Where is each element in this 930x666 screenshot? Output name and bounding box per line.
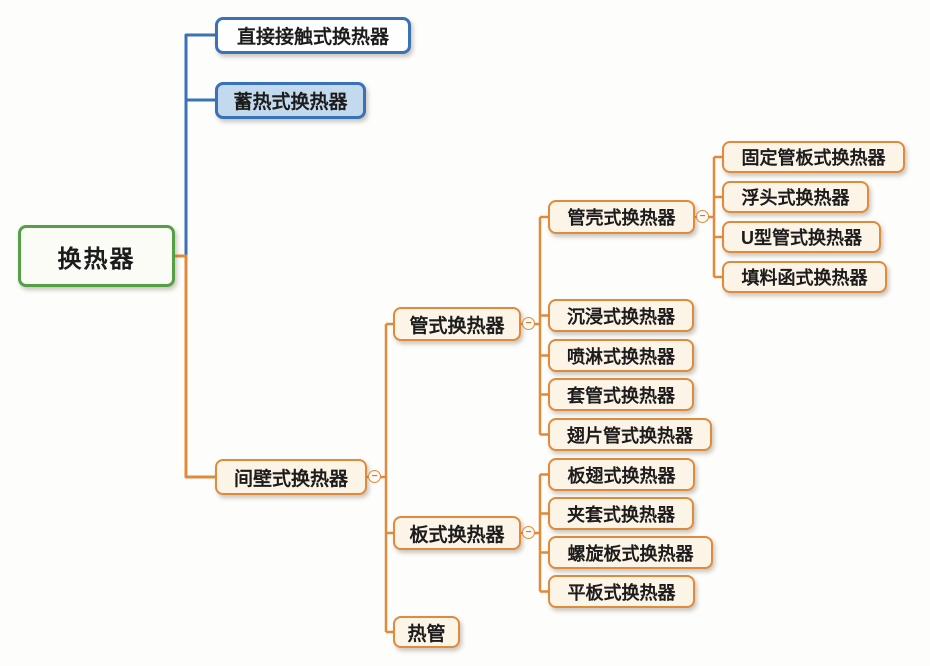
node-stuffing-box[interactable]: 填料函式换热器 — [722, 261, 887, 293]
node-label: 平板式换热器 — [567, 582, 676, 603]
minus-icon: − — [371, 470, 378, 482]
node-label: 翅片管式换热器 — [567, 425, 693, 446]
minus-icon: − — [699, 210, 706, 222]
node-finned-tube[interactable]: 翅片管式换热器 — [548, 418, 712, 451]
node-root[interactable]: 换热器 — [18, 225, 175, 287]
edge-root-direct-contact — [175, 33, 215, 258]
node-label: 热管 — [407, 623, 446, 645]
node-plate-fin[interactable]: 板翅式换热器 — [548, 458, 695, 491]
node-label: 蓄热式换热器 — [233, 92, 348, 113]
node-label: 间壁式换热器 — [233, 468, 348, 490]
node-label: 管式换热器 — [409, 315, 505, 337]
collapse-toggle-plate[interactable]: − — [522, 526, 535, 539]
minus-icon: − — [525, 317, 532, 329]
node-label: 填料函式换热器 — [741, 268, 868, 288]
node-label: 沉浸式换热器 — [567, 306, 675, 327]
node-label: 板式换热器 — [409, 524, 505, 546]
collapse-toggle-tube[interactable]: − — [522, 317, 535, 330]
node-spray[interactable]: 喷淋式换热器 — [548, 339, 694, 372]
node-tube[interactable]: 管式换热器 — [393, 307, 521, 341]
node-label: 喷淋式换热器 — [567, 346, 675, 367]
node-flat-plate[interactable]: 平板式换热器 — [548, 575, 695, 608]
node-label: 浮头式换热器 — [741, 188, 850, 208]
node-label: 固定管板式换热器 — [741, 148, 886, 168]
node-plate[interactable]: 板式换热器 — [393, 516, 521, 550]
node-partition[interactable]: 间壁式换热器 — [215, 459, 367, 495]
node-label: 套管式换热器 — [567, 385, 675, 406]
node-jacketed[interactable]: 夹套式换热器 — [548, 497, 694, 530]
node-shell-tube[interactable]: 管壳式换热器 — [548, 200, 695, 234]
node-label: 夹套式换热器 — [567, 504, 675, 525]
node-label: 换热器 — [57, 245, 136, 273]
node-double-pipe[interactable]: 套管式换热器 — [548, 378, 694, 411]
node-floating-head[interactable]: 浮头式换热器 — [722, 181, 869, 213]
node-direct-contact[interactable]: 直接接触式换热器 — [215, 17, 411, 54]
minus-icon: − — [525, 526, 532, 538]
node-regenerative[interactable]: 蓄热式换热器 — [215, 82, 366, 119]
edge-root-partition — [175, 254, 215, 479]
node-label: 螺旋板式换热器 — [567, 543, 694, 564]
node-spiral-plate[interactable]: 螺旋板式换热器 — [548, 536, 713, 569]
node-fixed-tube-sheet[interactable]: 固定管板式换热器 — [722, 141, 905, 173]
node-u-tube[interactable]: U型管式换热器 — [722, 221, 881, 253]
node-label: U型管式换热器 — [741, 228, 862, 248]
node-label: 板翅式换热器 — [567, 465, 676, 486]
node-label: 直接接触式换热器 — [236, 27, 389, 48]
node-heat-pipe[interactable]: 热管 — [393, 616, 460, 648]
node-label: 管壳式换热器 — [567, 208, 676, 228]
node-immersion[interactable]: 沉浸式换热器 — [548, 299, 694, 332]
collapse-toggle-partition[interactable]: − — [368, 470, 381, 483]
collapse-toggle-shell-tube[interactable]: − — [696, 210, 709, 223]
